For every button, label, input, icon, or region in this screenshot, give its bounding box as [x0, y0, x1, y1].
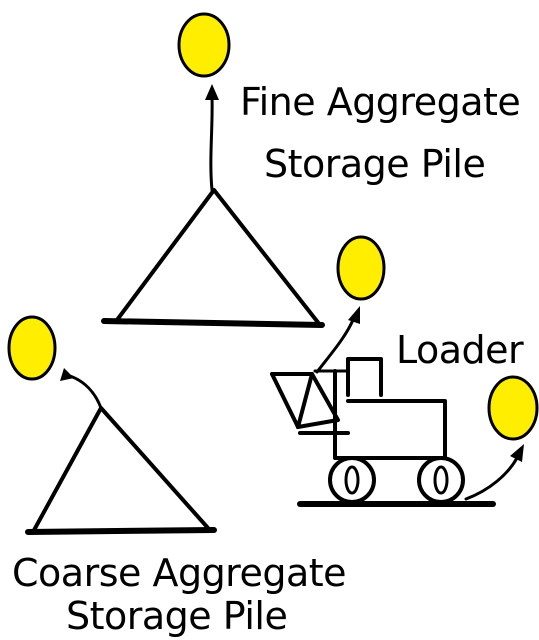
wheel-emission-arrow [464, 444, 524, 501]
loader-emission-arrow [315, 306, 360, 374]
fine-aggregate-pile [101, 188, 325, 328]
loader-emission-point [336, 235, 386, 301]
wheel-emission-point [487, 375, 539, 441]
coarse-pile-emission-point [7, 315, 57, 381]
coarse-pile-label-line1: Coarse Aggregate [12, 551, 347, 595]
coarse-aggregate-pile [25, 406, 217, 535]
loader-vehicle [270, 357, 496, 507]
fine-pile-emission-arrow [205, 84, 219, 192]
loader-label: Loader [396, 328, 524, 372]
coarse-pile-emission-arrow [60, 368, 103, 410]
fine-pile-emission-point [177, 12, 231, 78]
coarse-pile-label-line2: Storage Pile [66, 594, 288, 638]
fine-pile-label-line2: Storage Pile [264, 142, 486, 186]
fine-pile-label-line1: Fine Aggregate [240, 80, 521, 124]
